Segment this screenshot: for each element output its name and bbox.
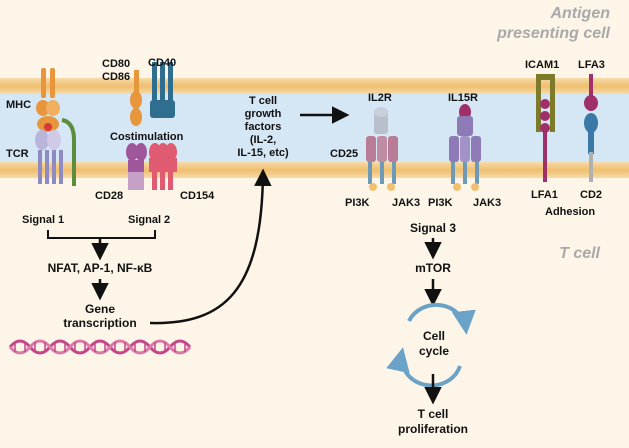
proliferation-line1: T cell bbox=[418, 407, 449, 421]
cd86-label: CD86 bbox=[102, 71, 130, 83]
il2r-label: IL2R bbox=[368, 92, 392, 104]
adhesion-label: Adhesion bbox=[545, 206, 595, 218]
transcription-to-growth-factors-arrow bbox=[149, 168, 272, 325]
cd40-receptor bbox=[150, 62, 175, 118]
cd28-receptor bbox=[126, 143, 147, 190]
icam1-label: ICAM1 bbox=[525, 59, 559, 71]
signal3-label: Signal 3 bbox=[410, 221, 456, 235]
apc-label-line1: Antigen bbox=[549, 5, 610, 22]
pi3k-label-right: PI3K bbox=[428, 197, 453, 209]
cd40-label: CD40 bbox=[148, 57, 176, 69]
tcell-label: T cell bbox=[559, 245, 600, 262]
gene-label-line1: Gene bbox=[85, 302, 115, 316]
signal1-label: Signal 1 bbox=[22, 214, 64, 226]
growth-factors-line1: T cell bbox=[249, 95, 277, 107]
cell-cycle-icon bbox=[386, 302, 476, 388]
costimulation-label: Costimulation bbox=[110, 131, 184, 143]
jak3-label-left: JAK3 bbox=[392, 197, 420, 209]
apc-label-line2: presenting cell bbox=[496, 25, 610, 42]
tcr-receptor bbox=[35, 118, 76, 186]
growth-factors-line5: IL-15, etc) bbox=[237, 147, 289, 159]
cd80-cd86-ligand bbox=[130, 70, 142, 126]
growth-factors-line4: (IL-2, bbox=[250, 134, 276, 146]
nfat-label: NFAT, AP-1, NF-κB bbox=[48, 261, 153, 275]
cd154-ligand bbox=[149, 143, 177, 190]
lfa1-label: LFA1 bbox=[531, 189, 558, 201]
lfa3-label: LFA3 bbox=[578, 59, 605, 71]
signal-merge-bracket bbox=[47, 230, 156, 239]
cd80-label: CD80 bbox=[102, 58, 130, 70]
il15r-label: IL15R bbox=[448, 92, 478, 104]
gene-label-line2: transcription bbox=[63, 316, 136, 330]
signal2-label: Signal 2 bbox=[128, 214, 170, 226]
cd28-label: CD28 bbox=[95, 190, 123, 202]
mhc-receptor bbox=[36, 68, 60, 132]
lfa3-cd2-pair bbox=[584, 74, 598, 182]
tcell-membrane bbox=[0, 162, 629, 178]
apc-membrane bbox=[0, 78, 629, 94]
mhc-label: MHC bbox=[6, 99, 31, 111]
mtor-label: mTOR bbox=[415, 261, 451, 275]
cell-cycle-line2: cycle bbox=[419, 344, 449, 358]
tcr-label: TCR bbox=[6, 148, 29, 160]
jak3-label-right: JAK3 bbox=[473, 197, 501, 209]
cd25-label: CD25 bbox=[330, 148, 358, 160]
cd154-label: CD154 bbox=[180, 190, 215, 202]
growth-factors-line3: factors bbox=[245, 121, 282, 133]
dna-helix-icon bbox=[8, 339, 192, 355]
cell-cycle-line1: Cell bbox=[423, 329, 445, 343]
growth-factors-line2: growth bbox=[245, 108, 282, 120]
icam1-lfa1-pair bbox=[536, 74, 555, 182]
intercellular-gap bbox=[0, 86, 629, 170]
cd2-label: CD2 bbox=[580, 189, 602, 201]
il15r-receptor bbox=[449, 104, 481, 191]
pi3k-label-left: PI3K bbox=[345, 197, 370, 209]
proliferation-line2: proliferation bbox=[398, 422, 468, 436]
il2r-receptor bbox=[366, 107, 398, 191]
